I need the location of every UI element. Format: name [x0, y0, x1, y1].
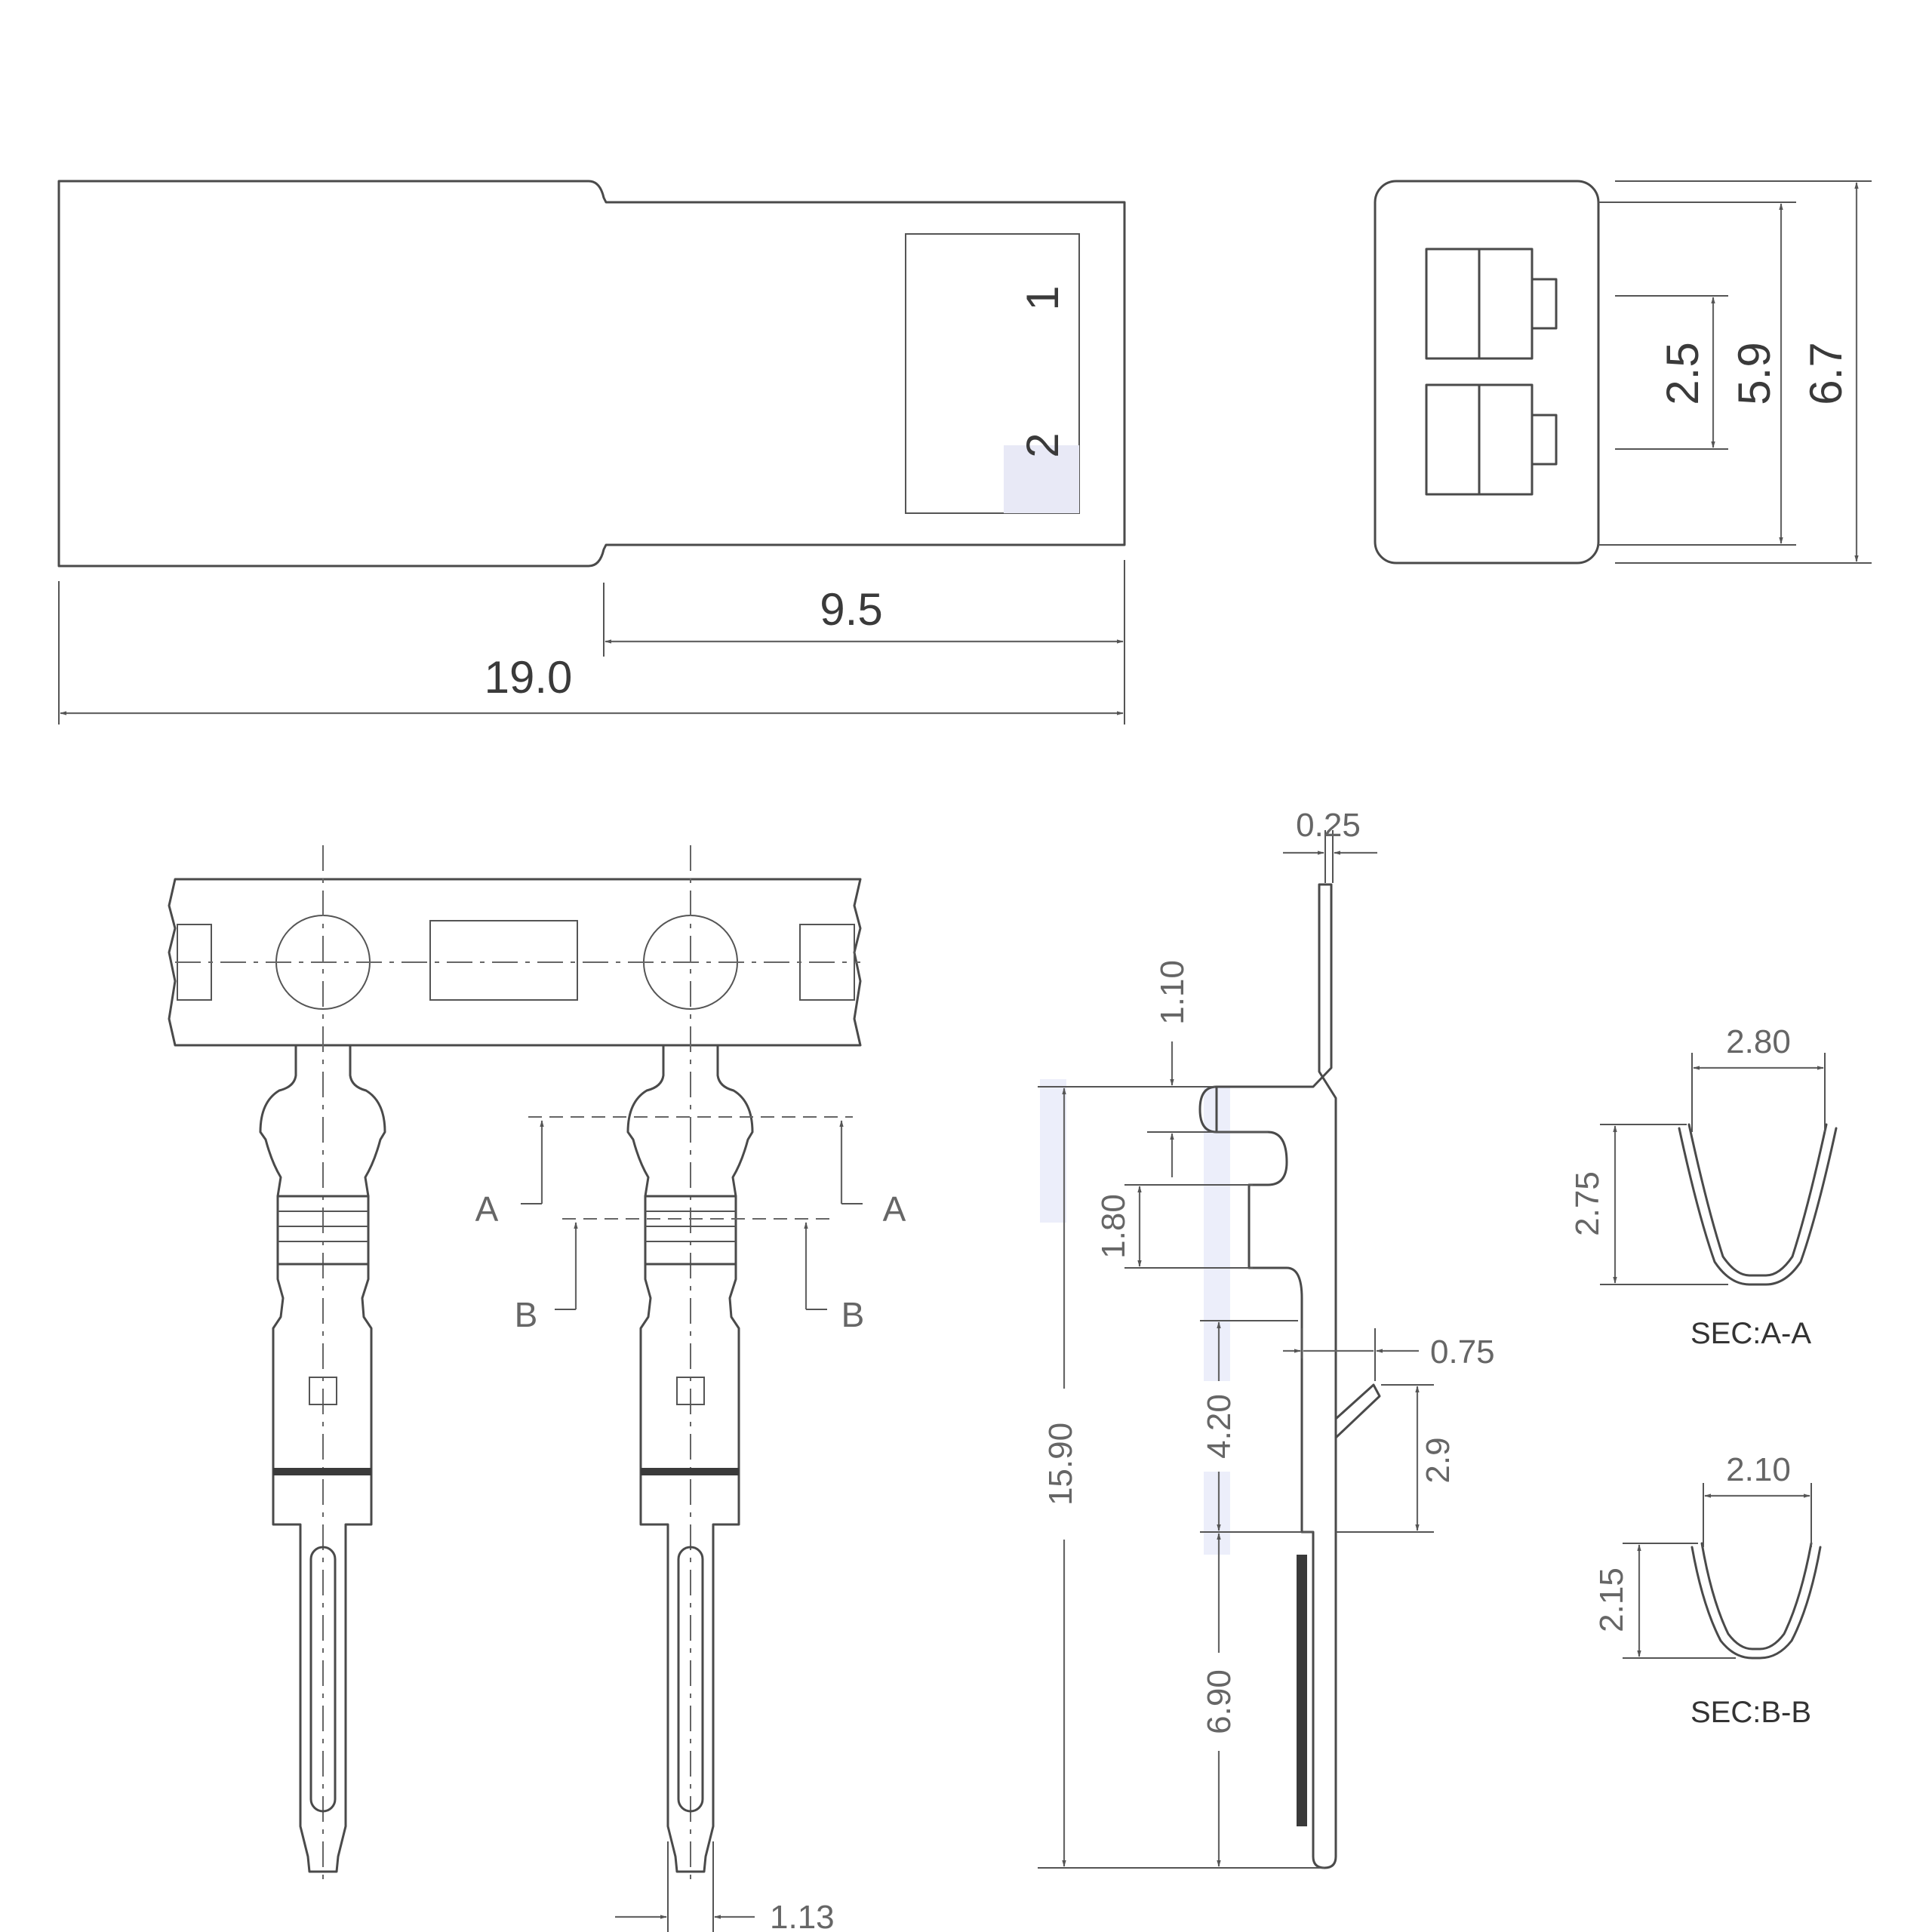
- sec-b-width: 2.10: [1726, 1451, 1791, 1488]
- section-a-a: 2.80 2.75 SEC:A-A: [1569, 1023, 1838, 1350]
- dim-thickness: 0.25: [1296, 807, 1361, 844]
- dim-outer-height: 6.7: [1801, 342, 1851, 405]
- terminal-front-view: A A B B 1.13: [168, 845, 906, 1932]
- sec-b-title: SEC:B-B: [1690, 1696, 1811, 1729]
- dim-total-length: 15.90: [1042, 1423, 1079, 1506]
- pin-label-2: 2: [1017, 432, 1068, 457]
- sec-a-height: 2.75: [1569, 1171, 1606, 1236]
- terminal-2: [626, 1044, 754, 1873]
- terminal-side-view: 0.25 15.90 1.10 1.80 4.20 6.90 0.75: [1038, 807, 1495, 1869]
- dim-latch-offset: 0.75: [1430, 1334, 1495, 1371]
- sec-a-title: SEC:A-A: [1690, 1317, 1811, 1350]
- pin-label-1: 1: [1017, 285, 1068, 310]
- label-window-tint: [1004, 445, 1079, 513]
- sec-b-height: 2.15: [1593, 1567, 1630, 1632]
- terminal-1: [259, 1044, 386, 1873]
- dim-1-80: 1.80: [1095, 1194, 1132, 1259]
- dim-inner-height: 5.9: [1729, 342, 1780, 405]
- pin-contact-edge: [1297, 1555, 1307, 1826]
- housing-top-view: 1 2 9.5 19.0: [57, 180, 1126, 724]
- dim-overall-length: 19.0: [485, 652, 573, 703]
- pin-cavity-2: [1425, 383, 1558, 496]
- pin-label-window: [905, 233, 1080, 514]
- sec-a-width: 2.80: [1726, 1023, 1791, 1060]
- section-mark-b-right: B: [841, 1295, 865, 1334]
- housing-end-view: 2.5 5.9 6.7: [1374, 180, 1872, 565]
- dim-latch-length: 2.9: [1420, 1437, 1457, 1483]
- dim-pin-width: 1.13: [770, 1899, 835, 1932]
- pin-cavity-1: [1425, 248, 1558, 360]
- dim-pitch: 2.5: [1657, 342, 1708, 405]
- dim-step-length: 9.5: [820, 584, 882, 635]
- section-b-b: 2.10 2.15 SEC:B-B: [1593, 1451, 1822, 1729]
- dim-1-10: 1.10: [1154, 960, 1191, 1025]
- section-mark-a-left: A: [475, 1189, 499, 1229]
- section-mark-b-left: B: [515, 1295, 538, 1334]
- dim-4-20: 4.20: [1201, 1394, 1238, 1459]
- carrier-slot: [429, 920, 578, 1001]
- section-mark-a-right: A: [883, 1189, 906, 1229]
- dim-6-90: 6.90: [1201, 1669, 1238, 1734]
